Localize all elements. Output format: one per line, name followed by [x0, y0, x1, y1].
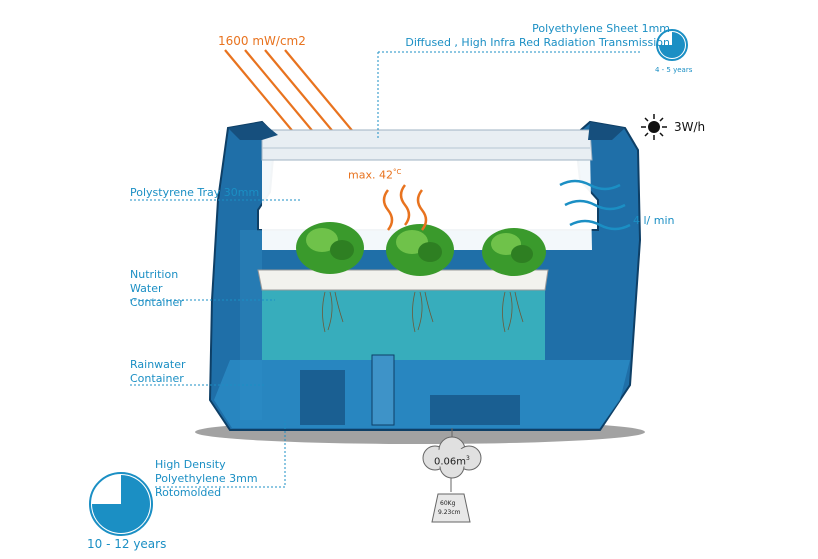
fan-power-label: 3W/h	[674, 120, 706, 134]
weight-dimension-label: 9.23cm	[438, 509, 461, 516]
rain-label-line2: Container	[130, 372, 184, 385]
weight-icon	[431, 478, 471, 523]
container-body	[208, 120, 642, 431]
sheet-lifespan-label: 4 - 5 years	[655, 66, 693, 74]
lettuce-2	[386, 224, 454, 276]
volume-label: 0.06m3	[434, 452, 470, 468]
nutrition-label-line3: Container	[130, 296, 184, 309]
weight-label: 60Kg	[440, 500, 456, 507]
lettuce-plants	[296, 222, 546, 276]
nutrition-label-line1: Nutrition	[130, 268, 179, 281]
hdpe-label-line3: Rotomolded	[155, 486, 222, 499]
tray-label: Polystyrene Tray 30mm	[130, 186, 260, 199]
volume-exponent: 3	[466, 455, 470, 462]
sun-icon	[641, 114, 667, 140]
max-temp-value: max. 42	[348, 168, 393, 182]
rain-label-line1: Rainwater	[130, 358, 186, 371]
container-lifespan-gauge	[89, 472, 153, 536]
leader-lines	[130, 51, 640, 488]
airflow-label: 4 l/ min	[633, 214, 675, 227]
heat-waves	[382, 184, 428, 231]
airflow-waves	[559, 179, 631, 231]
max-temp-unit: °C	[392, 168, 402, 176]
sun-rays	[224, 49, 361, 141]
lettuce-1	[296, 222, 364, 274]
nutrition-label-line2: Water	[130, 282, 163, 295]
sheet-label-line1: Polyethylene Sheet 1mm	[532, 22, 670, 35]
lettuce-3	[482, 228, 546, 276]
roots	[322, 291, 524, 333]
sheet-lifespan-gauge	[656, 29, 688, 61]
volume-cloud	[422, 428, 482, 479]
volume-value: 0.06m	[434, 456, 467, 468]
container-lifespan-label: 10 - 12 years	[87, 537, 167, 551]
hdpe-label-line1: High Density	[155, 458, 226, 471]
max-temp-label: max. 42°C	[348, 166, 401, 182]
sun-intensity-label: 1600 mW/cm2	[218, 34, 306, 48]
hdpe-label-line2: Polyethylene 3mm	[155, 472, 258, 485]
sheet-label-line2: Diffused , High Infra Red Radiation Tran…	[405, 36, 670, 49]
